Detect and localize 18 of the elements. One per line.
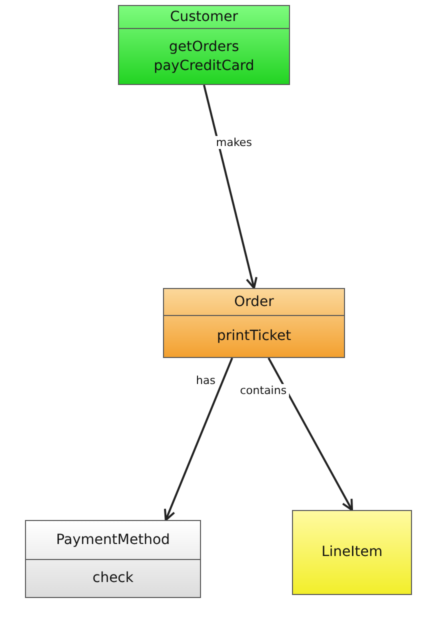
method-name: check xyxy=(92,569,134,588)
edge-label: has xyxy=(194,374,218,387)
class-name: Customer xyxy=(170,8,238,26)
class-box xyxy=(292,510,412,595)
arrow xyxy=(268,358,353,511)
method-name: getOrders xyxy=(168,38,240,56)
arrow xyxy=(164,358,234,521)
class-box xyxy=(163,288,345,358)
arrow xyxy=(203,84,258,289)
class-name: LineItem xyxy=(321,543,383,562)
method-name: payCreditCard xyxy=(154,56,254,75)
class-box xyxy=(118,5,290,85)
method-name: printTicket xyxy=(216,327,292,346)
edge-label: makes xyxy=(214,136,254,149)
class-box xyxy=(25,520,201,598)
class-name: Order xyxy=(234,292,274,312)
class-name: PaymentMethod xyxy=(56,530,170,550)
edge-label: contains xyxy=(238,384,289,397)
